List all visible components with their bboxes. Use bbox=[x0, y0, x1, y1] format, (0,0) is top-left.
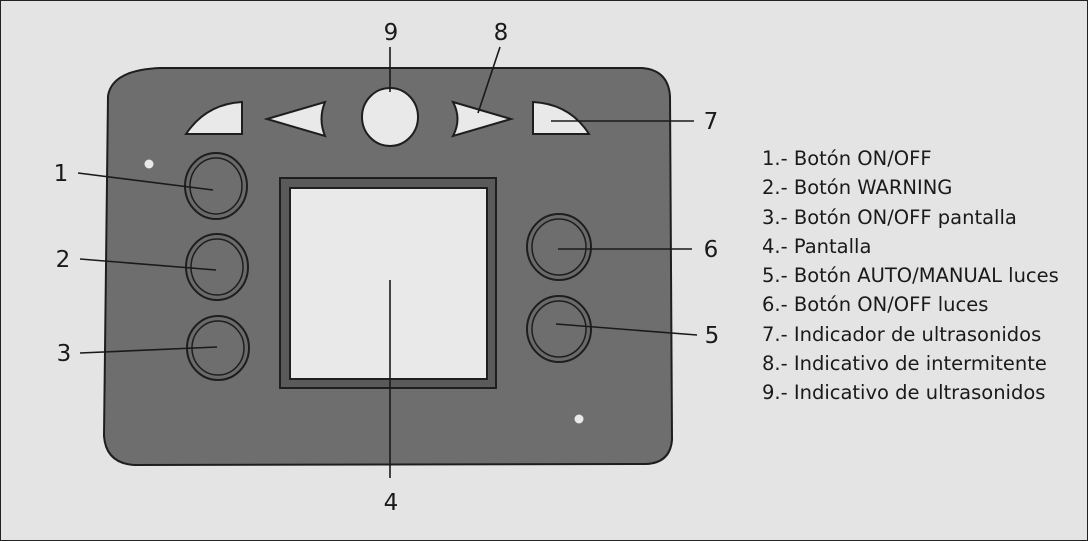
callout-number-6: 6 bbox=[704, 237, 719, 263]
leader-line-2 bbox=[79, 258, 217, 271]
legend-item-8: 8.- Indicativo de intermitente bbox=[762, 352, 1047, 376]
legend-item-6: 6.- Botón ON/OFF luces bbox=[762, 293, 989, 317]
ultrasonic-indicator-circle bbox=[361, 87, 419, 147]
ultrasonic-sensor-indicator bbox=[532, 100, 591, 135]
callout-number-4: 4 bbox=[384, 490, 399, 516]
legend-item-4: 4.- Pantalla bbox=[762, 234, 872, 258]
button-warning bbox=[185, 233, 249, 301]
callout-number-2: 2 bbox=[56, 247, 71, 273]
callout-number-8: 8 bbox=[494, 20, 509, 46]
callout-number-3: 3 bbox=[57, 341, 72, 367]
screen-display bbox=[289, 187, 488, 380]
button-on-off bbox=[184, 152, 248, 220]
legend-list: 1.- Botón ON/OFF 2.- Botón WARNING 3.- B… bbox=[762, 144, 1059, 408]
indicator-left-arrow bbox=[263, 100, 327, 138]
button-lights-auto-manual bbox=[526, 295, 592, 363]
panel-hole-top-left bbox=[144, 159, 154, 169]
button-lights-on-off bbox=[526, 213, 592, 281]
leader-line-1 bbox=[77, 172, 214, 191]
turn-signal-indicator-arrow bbox=[451, 100, 515, 138]
legend-item-5: 5.- Botón AUTO/MANUAL luces bbox=[762, 264, 1059, 288]
leader-line-5 bbox=[555, 323, 698, 336]
leader-lines bbox=[77, 46, 698, 478]
legend-item-3: 3.- Botón ON/OFF pantalla bbox=[762, 205, 1017, 229]
leader-line-8 bbox=[477, 46, 501, 114]
callout-number-1: 1 bbox=[54, 161, 69, 187]
callout-number-9: 9 bbox=[384, 20, 399, 46]
panel-hole-bottom-right bbox=[574, 414, 584, 424]
legend-item-7: 7.- Indicador de ultrasonidos bbox=[762, 322, 1042, 346]
legend-item-1: 1.- Botón ON/OFF bbox=[762, 147, 932, 170]
callout-number-7: 7 bbox=[704, 109, 719, 135]
legend-item-2: 2.- Botón WARNING bbox=[762, 176, 953, 200]
legend-item-9: 9.- Indicativo de ultrasonidos bbox=[762, 381, 1046, 405]
button-screen-on-off bbox=[186, 315, 250, 381]
indicator-left-shape bbox=[184, 100, 243, 135]
callout-number-5: 5 bbox=[705, 323, 720, 349]
leader-line-3 bbox=[79, 346, 218, 354]
